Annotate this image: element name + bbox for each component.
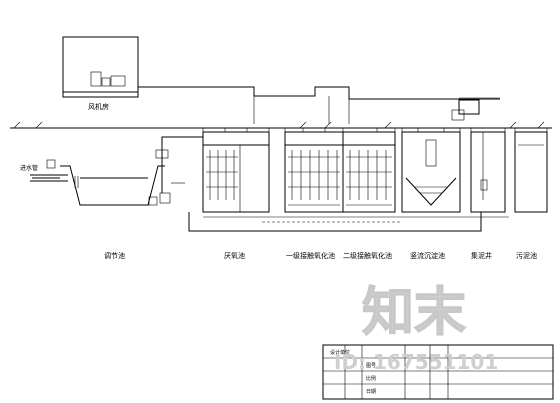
sludge-collection-well bbox=[470, 127, 506, 213]
sludge-tank bbox=[514, 127, 548, 213]
watermark-id: ID: 167551101 bbox=[334, 350, 498, 374]
contact-oxidation-tank-2 bbox=[342, 127, 396, 213]
ground-hatch bbox=[13, 121, 545, 129]
tank-label-oxidation-1: 一级接触氧化池 bbox=[286, 251, 335, 260]
sludge-pump-house bbox=[451, 97, 500, 121]
tank-label-anaerobic: 厌氧池 bbox=[224, 251, 245, 260]
anaerobic-tank: 厌氧池 bbox=[202, 127, 270, 260]
title-cell-drawing-no: 图号 bbox=[366, 363, 376, 369]
regulation-tank bbox=[60, 165, 171, 206]
oxidation-media-1 bbox=[288, 150, 340, 200]
inlet-pipe: 进水管 bbox=[20, 159, 68, 182]
sedimentation-tank bbox=[401, 127, 461, 213]
oxidation-media-2 bbox=[346, 150, 392, 200]
title-cell-scale: 比例 bbox=[366, 375, 376, 382]
bottom-pipes bbox=[188, 212, 509, 232]
blower-house: 风机房 bbox=[62, 36, 139, 111]
lift-pipe bbox=[155, 136, 203, 193]
tank-label-oxidation-2: 二级接触氧化池 bbox=[343, 251, 392, 260]
tank-label-sludge-tank: 污泥池 bbox=[516, 251, 537, 260]
title-cell-unit: 设计单位 bbox=[330, 349, 350, 356]
watermark-brand: 知末 bbox=[362, 283, 466, 343]
tank-label-sludge-well: 集泥井 bbox=[471, 251, 492, 260]
contact-oxidation-tank-1 bbox=[284, 127, 344, 213]
tank-label-regulation: 调节池 bbox=[104, 251, 125, 260]
air-main-pipe bbox=[138, 86, 500, 124]
title-cell-date: 日期 bbox=[366, 389, 376, 395]
building-label: 风机房 bbox=[88, 102, 109, 111]
anaerobic-media bbox=[206, 150, 238, 200]
inlet-label: 进水管 bbox=[20, 164, 38, 172]
title-block: 设计单位 图号 比例 日期 bbox=[322, 344, 554, 400]
tank-label-sedimentation: 竖流沉淀池 bbox=[410, 251, 445, 260]
